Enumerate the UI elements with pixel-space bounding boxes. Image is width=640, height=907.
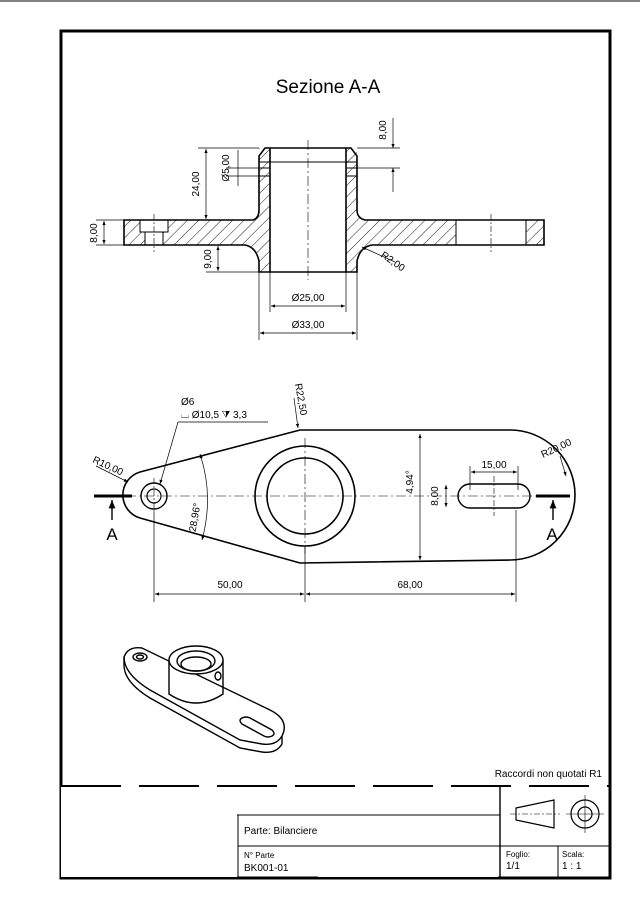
iso-hub-bore-inner	[180, 656, 212, 672]
part-number-value: BK001-01	[244, 863, 289, 874]
dim-dist-left: 50,00	[217, 580, 242, 591]
iso-hub-body	[168, 660, 224, 704]
part-outline	[122, 429, 576, 564]
scan-gap-1	[61, 787, 237, 877]
dim-top-height: 8,00	[378, 120, 389, 140]
isometric-view	[123, 645, 285, 754]
section-letter-right: A	[546, 525, 558, 544]
radius-left-leader	[95, 465, 129, 483]
radius-right-leader	[559, 455, 567, 477]
sheet-value: 1/1	[506, 861, 520, 872]
projection-cone	[515, 799, 555, 829]
part-number-label: N° Parte	[244, 851, 275, 860]
fillet-note: Raccordi non quotati R1	[495, 769, 603, 780]
dim-inner-dia: Ø25,00	[292, 293, 325, 304]
section-view: 8,00 Ø5,00 24,00 8,00 9,00 R2,00 Ø25,00	[89, 118, 545, 340]
dim-angle-left: 28,96°	[188, 502, 204, 533]
dim-angle-right: 4,94°	[405, 470, 416, 493]
radius-top-leader	[293, 397, 300, 429]
dim-9: 9,00	[203, 249, 214, 269]
section-outline	[123, 147, 545, 273]
dim-slot-length: 15,00	[481, 460, 506, 471]
iso-left-hole	[132, 652, 148, 662]
hole-callout-cbore: ⌴ Ø10,5 ⧩ 3,3	[181, 410, 247, 421]
part-name: Parte: Bilanciere	[244, 826, 318, 837]
dim-radius-left: R10,00	[91, 455, 125, 479]
angle-left-arc	[199, 453, 208, 541]
iso-left-hole-inner	[135, 654, 145, 660]
scan-gap-2	[318, 848, 498, 877]
dim-flange-thick: 8,00	[89, 223, 100, 243]
iso-oil-hole	[214, 671, 222, 681]
dim-outer-dia: Ø33,00	[292, 320, 325, 331]
fillet-leader	[361, 246, 396, 263]
hole-callout-leader	[159, 421, 179, 485]
scale-label: Scala:	[562, 850, 584, 859]
projection-symbol	[510, 795, 604, 833]
top-view: A A Ø6 ⌴ Ø10,5 ⧩ 3,3 R10,00 R22,50 R20,0…	[91, 383, 576, 602]
drawing-border	[59, 29, 612, 880]
scale-value: 1 : 1	[562, 861, 582, 872]
dim-dist-right: 68,00	[397, 580, 422, 591]
sheet-label: Foglio:	[506, 850, 530, 859]
dim-24: 24,00	[191, 171, 202, 196]
iso-slot	[239, 716, 275, 738]
dim-slot-width: 8,00	[430, 486, 441, 506]
title-block: Raccordi non quotati R1 Parte: Bilancier…	[61, 769, 610, 878]
dim-hole-dia: Ø5,00	[221, 154, 232, 182]
dim-fillet: R2,00	[378, 250, 407, 275]
iso-plate-side	[123, 657, 283, 754]
hole-callout-dia: Ø6	[181, 397, 195, 408]
section-hatch-left	[124, 148, 270, 272]
section-title: Sezione A-A	[276, 77, 381, 98]
section-letter-left: A	[106, 525, 118, 544]
